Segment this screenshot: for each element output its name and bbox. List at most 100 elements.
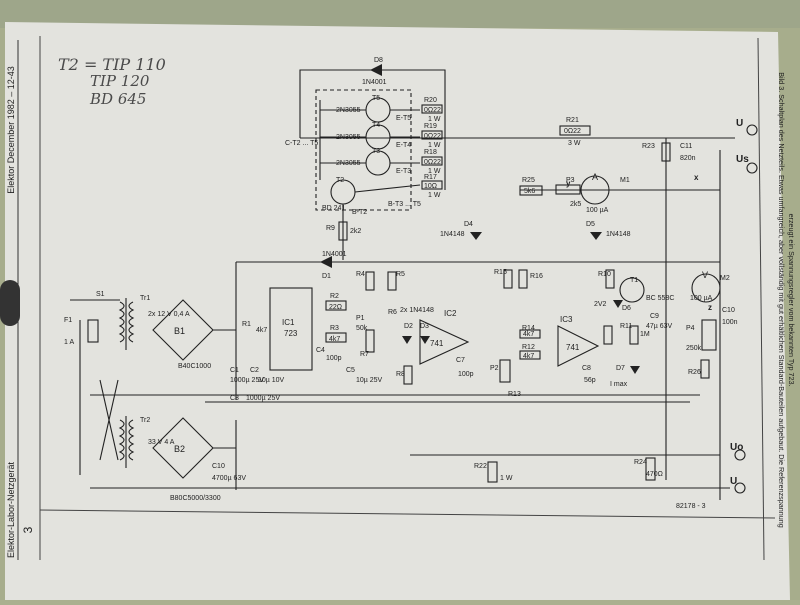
label-r22-w: 1 W <box>500 475 513 482</box>
label-d4: D4 <box>464 221 473 228</box>
label-r2-val: 22Ω <box>329 304 342 311</box>
label-r21: R21 <box>566 117 579 124</box>
label-r16: R16 <box>530 273 543 280</box>
label-d1: D1 <box>322 273 331 280</box>
label-b1: B1 <box>174 326 185 336</box>
label-r19-node: E-T4 <box>396 142 411 149</box>
label-r18-w: 1 W <box>428 168 441 175</box>
label-b-node: B-T2 <box>352 209 367 216</box>
label-t3-type: 2N3055 <box>336 160 361 167</box>
label-r17-w: 1 W <box>428 192 441 199</box>
label-d2d3-type: 2x 1N4148 <box>400 307 434 314</box>
label-t2: T2 <box>336 177 344 184</box>
label-tr1-val: 2x 12 V 0,4 A <box>148 311 190 318</box>
label-m1-sym: A <box>592 172 598 182</box>
label-r6: R6 <box>388 309 397 316</box>
label-p3: P3 <box>566 177 575 184</box>
label-t2-type: BD 241 <box>322 205 345 212</box>
node-z: z <box>708 303 712 312</box>
label-c8-val: 56p <box>584 377 596 384</box>
label-r18-val: 0Ω22 <box>424 159 441 166</box>
label-c5-val: 10µ 25V <box>356 377 383 384</box>
label-c9-val: 47µ 63V <box>646 323 673 330</box>
label-d2: D2 <box>404 323 413 330</box>
label-ic2: IC2 <box>444 309 457 318</box>
label-c8: C8 <box>582 365 591 372</box>
label-p1: P1 <box>356 315 365 322</box>
label-d3: D3 <box>420 323 429 330</box>
label-c9: C9 <box>650 313 659 320</box>
label-r7: R7 <box>360 351 369 358</box>
handwritten-line-2: TIP 120 <box>90 72 150 90</box>
label-r15: R15 <box>494 269 507 276</box>
label-d6: D6 <box>622 305 631 312</box>
label-r14: R14 <box>522 325 535 332</box>
node-x: x <box>694 173 699 182</box>
label-c3-val: 1000µ 25V <box>246 395 280 402</box>
terminal-us: Us <box>736 154 749 165</box>
label-b1-type: B40C1000 <box>178 363 211 370</box>
label-r23: R23 <box>642 143 655 150</box>
label-ic2-type: 741 <box>430 339 444 348</box>
label-r22: R22 <box>474 463 487 470</box>
label-t3: T3 <box>372 148 380 155</box>
label-r3: R3 <box>330 325 339 332</box>
label-r17-val: 10Ω <box>424 183 437 190</box>
label-c3: C3 <box>230 395 239 402</box>
label-c4: C4 <box>316 347 325 354</box>
handwritten-line-3: BD 645 <box>89 90 146 108</box>
terminal-labels: U Us Uo U x y z <box>566 118 749 487</box>
label-r24: R24 <box>634 459 647 466</box>
component-labels: D8 1N4001 T5 2N3055 T4 2N3055 T3 2N3055 … <box>64 57 738 510</box>
wiring <box>70 69 758 500</box>
label-r1-val: 4k7 <box>256 327 267 334</box>
label-c10b: C10 <box>722 307 735 314</box>
label-t1: T1 <box>630 277 638 284</box>
label-ic1-type: 723 <box>284 329 298 338</box>
label-t4-type: 2N3055 <box>336 134 361 141</box>
label-r12b: R12 <box>522 344 535 351</box>
terminal-u-minus: U <box>730 476 737 487</box>
label-r17: R17 <box>424 174 437 181</box>
label-c2: C2 <box>250 367 259 374</box>
label-t5: T5 <box>372 95 380 102</box>
label-p3-val: 2k5 <box>570 201 581 208</box>
label-f1-val: 1 A <box>64 339 74 346</box>
label-r21-w: 3 W <box>568 140 581 147</box>
label-tr1: Tr1 <box>140 295 150 302</box>
page-number: 3 <box>21 526 35 533</box>
label-c1: C1 <box>230 367 239 374</box>
label-c7: C7 <box>456 357 465 364</box>
label-r20-w: 1 W <box>428 116 441 123</box>
label-c-node: C-T2 ... T5 <box>285 140 318 147</box>
label-d5: D5 <box>586 221 595 228</box>
label-c2-val: 10µ 10V <box>258 377 285 384</box>
label-r2: R2 <box>330 293 339 300</box>
label-r25-val: 5k6 <box>524 188 535 195</box>
label-r26: R26 <box>688 369 701 376</box>
label-tr2-val: 33 V 4 A <box>148 439 175 446</box>
label-r18-node: E-T3 <box>396 168 411 175</box>
label-m1-val: 100 µA <box>586 207 609 214</box>
label-c10b-val: 100n <box>722 319 738 326</box>
binder-hole <box>0 280 20 326</box>
label-r5: R5 <box>396 271 405 278</box>
label-p4: P4 <box>686 325 695 332</box>
label-r11-val: 1M <box>640 331 650 338</box>
label-p1-val: 50k <box>356 325 368 332</box>
label-b2-type: B80C5000/3300 <box>170 495 221 502</box>
label-d8-type: 1N4001 <box>362 79 387 86</box>
label-t4: T4 <box>372 122 380 129</box>
terminal-u-plus: U <box>736 118 743 129</box>
label-c4-val: 100p <box>326 355 342 362</box>
label-f1: F1 <box>64 317 72 324</box>
label-r4: R4 <box>356 271 365 278</box>
label-r11: R11 <box>620 323 632 330</box>
label-c5: C5 <box>346 367 355 374</box>
label-d7-label: I max <box>610 381 628 388</box>
label-r25: R25 <box>522 177 535 184</box>
label-t5-type: 2N3055 <box>336 107 361 114</box>
label-r3-val: 4k7 <box>329 336 340 343</box>
label-r1: R1 <box>242 321 251 328</box>
